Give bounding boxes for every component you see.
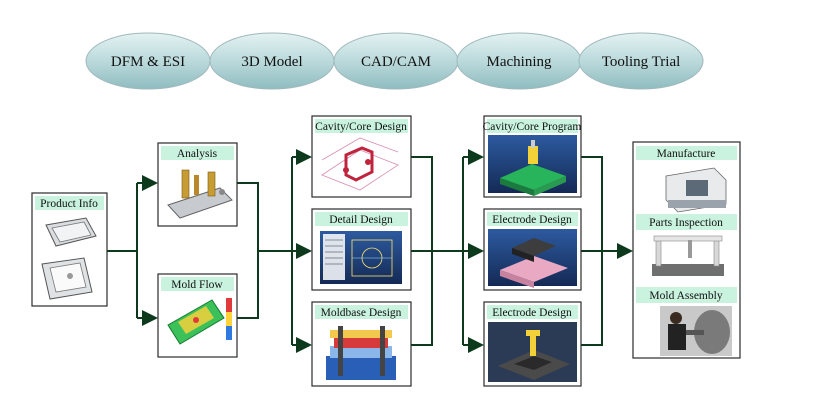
box-product-info: Product Info (31, 192, 108, 307)
stage-cad-cam: CAD/CAM (333, 32, 459, 90)
moldbase-3d-image (326, 326, 396, 380)
connector-line (237, 182, 259, 319)
box-electrode-design-2: Electrode Design (483, 301, 582, 387)
cam-toolpath-image (488, 135, 577, 196)
cad-drawing-screen (320, 231, 402, 284)
box-title: Analysis (177, 148, 218, 160)
cavity-core-drawing (321, 137, 399, 191)
electrode-machining-image (488, 322, 577, 382)
box-tooling-trial-column: Manufacture Parts Inspection Mold Assemb… (632, 141, 741, 359)
stage-machining: Machining (456, 32, 582, 90)
box-title: Moldbase Design (321, 307, 402, 319)
cnc-machine-image (665, 167, 727, 213)
box-title: Detail Design (329, 214, 393, 226)
part-analysis-image (167, 169, 233, 219)
box-detail-design: Detail Design (311, 208, 412, 291)
panel-mold-assembly: Mold Assembly (636, 287, 737, 356)
box-title: Electrode Design (492, 214, 572, 226)
phone-housing-image (41, 217, 97, 300)
stage-label: CAD/CAM (361, 54, 431, 70)
mold-flow-simulation-image (167, 298, 232, 345)
stage-label: Machining (487, 54, 552, 70)
box-cavity-core-program: Cavity/Core Program (483, 115, 582, 198)
electrode-3d-image (488, 229, 577, 288)
box-mold-flow: Mold Flow (157, 273, 238, 358)
box-title: Cavity/Core Program (483, 121, 582, 133)
stage-label: 3D Model (241, 54, 302, 70)
stage-label: Tooling Trial (602, 54, 681, 70)
box-title: Mold Assembly (649, 290, 722, 302)
box-title: Product Info (40, 198, 98, 210)
box-moldbase-design: Moldbase Design (311, 301, 412, 387)
stage-tooling-trial: Tooling Trial (578, 32, 704, 90)
flow-connectors (107, 149, 633, 353)
box-title: Electrode Design (492, 307, 572, 319)
box-electrode-design-1: Electrode Design (483, 208, 582, 291)
mold-assembly-photo (660, 306, 732, 356)
box-title: Manufacture (657, 148, 716, 160)
box-title: Parts Inspection (649, 217, 723, 229)
cmm-machine-image (652, 235, 724, 276)
stage-dfm-esi: DFM & ESI (85, 32, 211, 90)
box-analysis: Analysis (157, 142, 238, 227)
box-cavity-core-design: Cavity/Core Design (311, 115, 412, 198)
box-title: Mold Flow (171, 279, 223, 291)
panel-parts-inspection: Parts Inspection (636, 214, 737, 276)
box-title: Cavity/Core Design (315, 121, 407, 133)
stage-label: DFM & ESI (111, 54, 185, 70)
panel-manufacture: Manufacture (636, 146, 737, 213)
stage-3d-model: 3D Model (209, 32, 335, 90)
